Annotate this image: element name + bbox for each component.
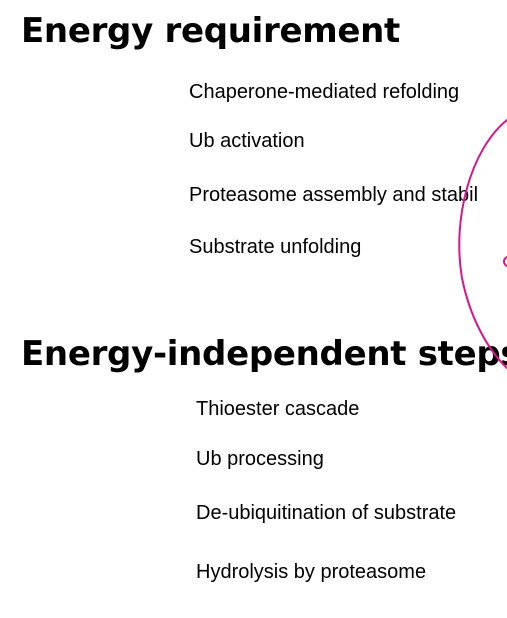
- energy-requirement-heading: Energy requirement: [21, 11, 400, 51]
- list-item: Ub activation: [189, 130, 305, 152]
- list-item: Proteasome assembly and stabil: [189, 184, 479, 206]
- energy-independent-heading: Energy-independent steps: [21, 334, 507, 374]
- list-item: Chaperone-mediated refolding: [189, 81, 460, 103]
- list-item: Hydrolysis by proteasome: [196, 561, 427, 583]
- list-item: De-ubiquitination of substrate: [196, 502, 457, 524]
- list-item: Ub processing: [196, 448, 324, 470]
- annotation-bracket-stroke: [458, 119, 507, 369]
- list-item: Thioester cascade: [196, 398, 360, 420]
- list-item: Substrate unfolding: [189, 236, 362, 258]
